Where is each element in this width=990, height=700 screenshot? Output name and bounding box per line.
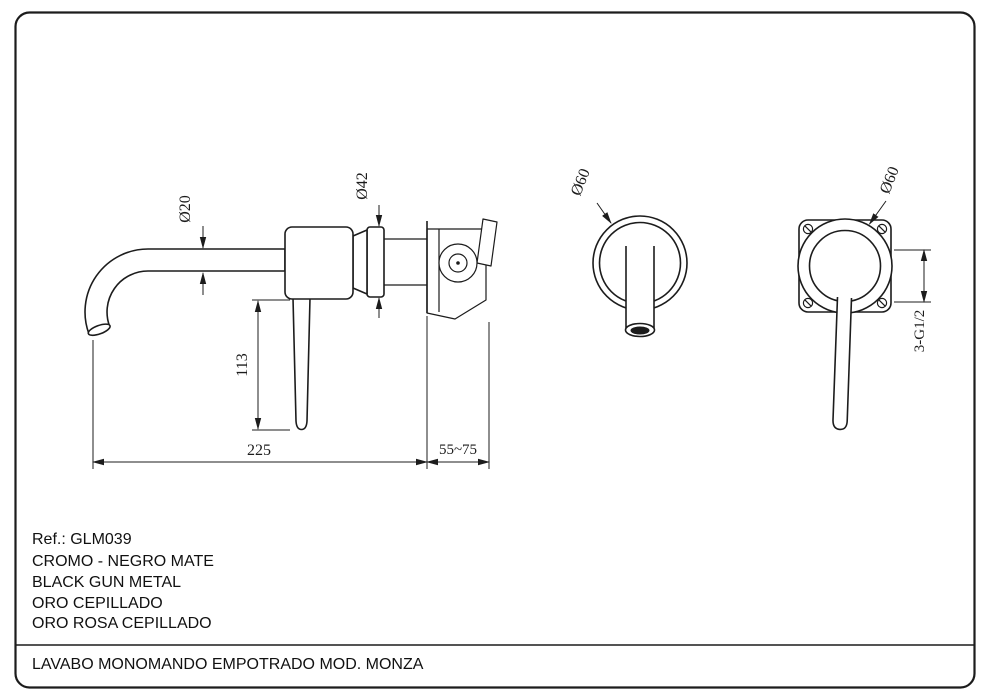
sheet-border bbox=[14, 11, 976, 689]
finish-option: BLACK GUN METAL bbox=[32, 574, 181, 591]
dim-spout-plate-diameter: Ø60 bbox=[568, 166, 612, 224]
dim-label-spout-reach: 225 bbox=[247, 442, 271, 459]
finish-option: ORO ROSA CEPILLADO bbox=[32, 615, 212, 632]
dim-handle-plate-diameter: Ø60 bbox=[868, 164, 903, 225]
spout-tube-front-mask bbox=[626, 246, 654, 328]
dim-handle-height: 113 bbox=[234, 299, 290, 431]
side-view: Ø20 Ø42 113 225 55~75 bbox=[84, 172, 498, 469]
spout-tube bbox=[84, 248, 286, 335]
dim-connections: 3-G1/2 bbox=[894, 249, 931, 353]
spout-outlet-hole bbox=[630, 326, 650, 335]
info-block: Ref.: GLM039 CROMO - NEGRO MATE BLACK GU… bbox=[16, 531, 975, 673]
dim-label-escutcheon-diameter: Ø42 bbox=[354, 172, 371, 200]
spout-tip-opening bbox=[87, 323, 111, 337]
finish-option: CROMO - NEGRO MATE bbox=[32, 553, 214, 570]
handle-lever-front bbox=[832, 296, 853, 431]
mixer-body bbox=[284, 226, 354, 300]
dim-label-spout-plate-diameter: Ø60 bbox=[568, 166, 594, 198]
wall-connector bbox=[384, 238, 427, 286]
body-cone bbox=[352, 229, 368, 295]
in-wall-valve-body bbox=[426, 218, 498, 320]
dim-spout-diameter: Ø20 bbox=[177, 195, 207, 295]
dim-label-handle-plate-diameter: Ø60 bbox=[877, 164, 903, 196]
dim-spout-reach: 225 bbox=[92, 316, 428, 469]
handle-front-view: Ø60 3-G1/2 bbox=[797, 164, 931, 431]
handle-base-circle bbox=[808, 229, 882, 303]
dim-label-wall-depth: 55~75 bbox=[439, 442, 477, 458]
dim-label-spout-diameter: Ø20 bbox=[177, 195, 194, 223]
mounting-screws bbox=[802, 223, 888, 309]
finish-option: ORO CEPILLADO bbox=[32, 595, 163, 612]
handle-lever-side bbox=[292, 297, 311, 431]
dim-label-handle-height: 113 bbox=[234, 353, 251, 376]
dim-escutcheon-diameter: Ø42 bbox=[354, 172, 383, 318]
dim-label-connections: 3-G1/2 bbox=[912, 310, 928, 353]
handle-lever-front-fill bbox=[832, 297, 852, 430]
reference-text: Ref.: GLM039 bbox=[32, 531, 132, 548]
spout-front-view: Ø60 bbox=[568, 166, 688, 338]
product-title: LAVABO MONOMANDO EMPOTRADO MOD. MONZA bbox=[32, 656, 424, 673]
escutcheon-plate-side bbox=[366, 226, 385, 298]
dim-wall-depth: 55~75 bbox=[426, 322, 490, 469]
